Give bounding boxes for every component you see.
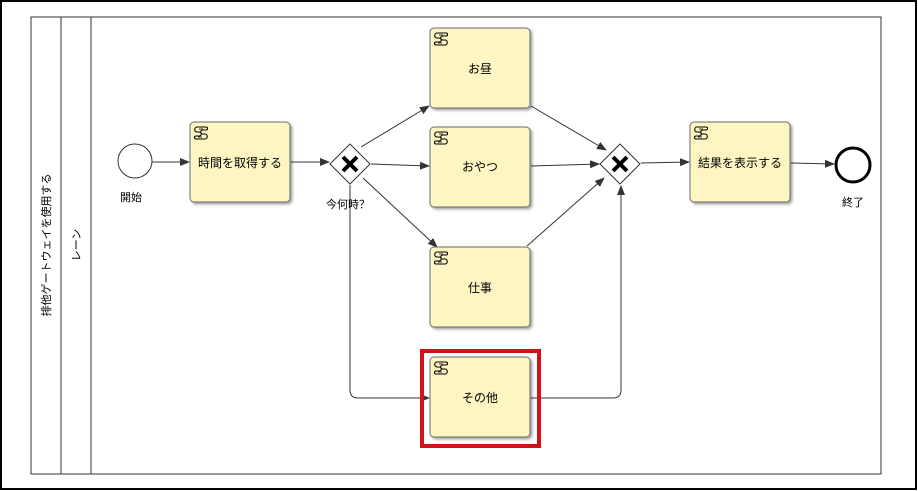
end-event[interactable]: 終了 bbox=[834, 146, 872, 209]
task-get-time[interactable]: 時間を取得する bbox=[189, 121, 291, 203]
start-event-label: 開始 bbox=[120, 190, 142, 204]
flow-work-to-merge[interactable] bbox=[526, 177, 605, 247]
exclusive-gateway-merge[interactable] bbox=[599, 143, 641, 185]
flow-split-to-other[interactable] bbox=[349, 185, 430, 402]
task-work[interactable]: 仕事 bbox=[429, 246, 531, 328]
flow-split-to-snack[interactable] bbox=[370, 161, 430, 170]
flow-split-to-lunch[interactable] bbox=[360, 105, 430, 148]
start-event[interactable]: 開始 bbox=[117, 143, 153, 204]
flow-split-to-work[interactable] bbox=[362, 177, 438, 248]
end-event-label: 終了 bbox=[842, 195, 864, 209]
task-other[interactable]: その他 bbox=[420, 349, 541, 448]
task-get-time-label: 時間を取得する bbox=[198, 155, 282, 170]
flow-other-to-merge[interactable] bbox=[531, 185, 625, 399]
sequence-flows bbox=[152, 105, 835, 402]
selection-highlight bbox=[420, 349, 541, 448]
flow-snack-to-merge[interactable] bbox=[530, 160, 600, 169]
flow-lunch-to-merge[interactable] bbox=[530, 105, 607, 151]
exclusive-x-icon bbox=[341, 155, 359, 173]
flow-show-result-to-end[interactable] bbox=[790, 159, 835, 168]
lane-label: レーン bbox=[70, 229, 83, 261]
pool-label: 排他ゲートウェイを使用する bbox=[39, 174, 53, 317]
task-snack-label: おやつ bbox=[462, 160, 498, 174]
gateway-split-label: 今何時？ bbox=[326, 197, 370, 211]
task-work-label: 仕事 bbox=[468, 281, 492, 295]
exclusive-gateway-split[interactable]: 今何時？ bbox=[326, 143, 371, 211]
task-other-label: その他 bbox=[462, 391, 498, 405]
task-lunch-label: お昼 bbox=[468, 62, 492, 76]
task-snack[interactable]: おやつ bbox=[429, 126, 531, 208]
task-show-result[interactable]: 結果を表示する bbox=[689, 121, 791, 203]
flow-merge-to-show-result[interactable] bbox=[640, 158, 690, 167]
task-lunch[interactable]: お昼 bbox=[429, 27, 531, 109]
exclusive-x-icon bbox=[611, 155, 629, 173]
lane[interactable]: レーン bbox=[70, 17, 92, 474]
task-show-result-label: 結果を表示する bbox=[698, 156, 782, 170]
